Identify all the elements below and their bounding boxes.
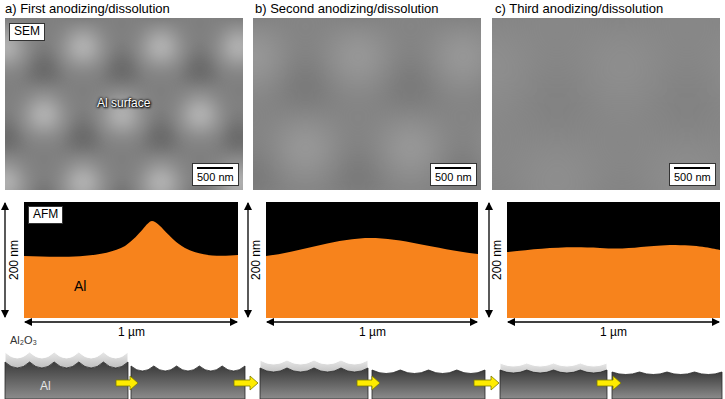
aluminium-block xyxy=(260,368,368,399)
dimension-label: 1 µm xyxy=(118,326,145,340)
method-tag: SEM xyxy=(9,23,45,41)
sem-image xyxy=(5,18,243,190)
sem-spot xyxy=(492,186,523,190)
afm-profile xyxy=(24,202,238,318)
sem-image xyxy=(492,18,720,190)
material-label: Al₂O₃ xyxy=(10,334,37,347)
afm-profile xyxy=(507,202,720,318)
dimension-label: 1 µm xyxy=(600,326,627,340)
process-arrow xyxy=(357,376,380,390)
material-label: Al xyxy=(40,380,51,394)
scale-bar: 500 nm xyxy=(192,163,239,186)
aluminium-block xyxy=(372,370,485,399)
sem-spot xyxy=(336,157,379,190)
sem-spot xyxy=(186,55,215,84)
sem-spot xyxy=(28,99,60,131)
sem-spot xyxy=(108,55,137,84)
sem-spot xyxy=(253,157,275,190)
panel-title: b) Second anodizing/dissolution xyxy=(255,2,439,17)
sem-spot xyxy=(145,31,177,63)
sem-spot xyxy=(492,18,523,21)
material-label: Al xyxy=(74,278,86,294)
sem-spot xyxy=(223,31,243,63)
sem-spot xyxy=(5,167,21,190)
sem-spot xyxy=(334,33,382,81)
sem-spot xyxy=(591,186,652,190)
sem-spot xyxy=(526,73,587,134)
sem-spot xyxy=(184,99,216,131)
afm-profile xyxy=(266,202,478,318)
dimension-label: 200 nm xyxy=(8,240,22,280)
sem-spot xyxy=(387,124,435,172)
scale-bar: 500 nm xyxy=(669,163,716,186)
sem-spot xyxy=(653,145,720,190)
sem-spot xyxy=(282,124,330,172)
sem-spot xyxy=(5,123,19,152)
sem-spot xyxy=(253,33,277,81)
panel-title: a) First anodizing/dissolution xyxy=(5,2,170,17)
sem-spot xyxy=(718,32,720,100)
sem-spot xyxy=(67,31,99,63)
sem-spot xyxy=(588,32,656,100)
sem-spot xyxy=(30,55,59,84)
method-tag: AFM xyxy=(28,206,63,224)
aluminium-block xyxy=(131,366,245,399)
surface-label: Al surface xyxy=(97,97,150,111)
process-arrow xyxy=(234,376,258,390)
dimension-label: 200 nm xyxy=(491,240,505,280)
sem-spot xyxy=(591,18,652,21)
sem-spot xyxy=(492,32,526,100)
sem-spot xyxy=(389,66,432,109)
sem-spot xyxy=(67,167,99,190)
process-arrow xyxy=(474,376,499,390)
sem-spot xyxy=(284,66,327,109)
sem-spot xyxy=(523,145,591,190)
sem-spot xyxy=(147,123,176,152)
process-schematic xyxy=(5,352,722,399)
sem-spot xyxy=(69,123,98,152)
sem-spot xyxy=(145,167,177,190)
dimension-label: 200 nm xyxy=(250,240,264,280)
process-arrow xyxy=(116,376,138,390)
sem-spot xyxy=(225,123,243,152)
aluminium-block xyxy=(500,370,607,399)
dimension-label: 1 µm xyxy=(359,326,386,340)
dimension-arrows xyxy=(5,203,719,322)
process-arrow xyxy=(597,376,621,390)
sem-spot xyxy=(439,33,481,81)
sem-spot xyxy=(656,73,717,134)
aluminium-block xyxy=(5,362,128,399)
aluminium-block xyxy=(612,372,722,399)
scale-bar: 500 nm xyxy=(430,163,477,186)
panel-title: c) Third anodizing/dissolution xyxy=(495,2,663,17)
sem-image xyxy=(253,18,481,190)
